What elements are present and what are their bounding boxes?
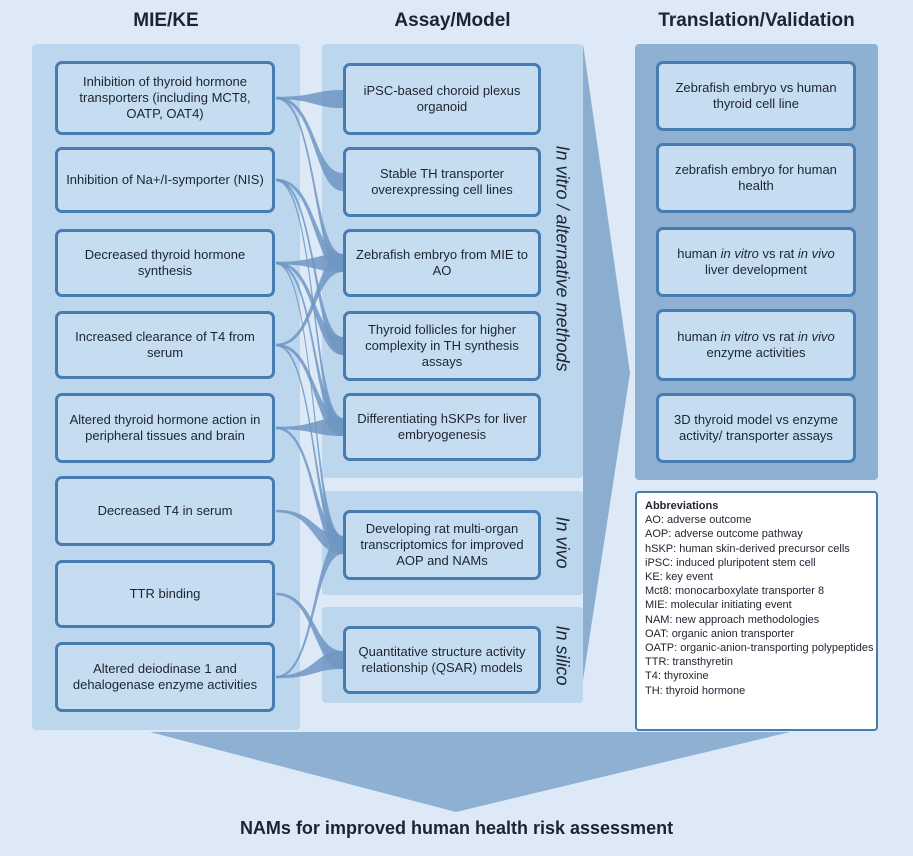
abbreviation-item: NAM: new approach methodologies [645,613,820,626]
abbreviation-item: TTR: transthyretin [645,656,734,669]
label-in-silico: In silico [552,625,573,686]
connector-curve [276,592,343,669]
bottom-label: NAMs for improved human health risk asse… [239,818,674,838]
abbreviation-item: MIE: molecular initiating event [645,599,792,612]
connector-curve [276,178,343,272]
connector-curve [276,261,343,355]
translation-text-2: zebrafish embryo for human health [675,162,837,193]
connector-curve [276,254,343,347]
translation-text-4: human in vitro vs rat in vivo enzyme act… [677,329,835,360]
translation-text-5: 3D thyroid model vs enzyme activity/ tra… [673,412,838,443]
connector-curve [276,426,343,554]
abbreviations-title: Abbreviations [645,500,719,512]
label-in-vivo: In vivo [552,516,573,569]
connector-curve [276,343,343,554]
abbreviation-item: AO: adverse outcome [645,514,752,527]
abbreviation-item: TH: thyroid hormone [645,684,746,697]
mie-box-nis: Inhibition of Na+/I-symporter (NIS) [55,147,275,213]
abbreviation-item: iPSC: induced pluripotent stem cell [645,556,816,569]
abbreviation-item: OATP: organic-anion-transporting polypep… [645,642,874,655]
connector-curve [276,651,343,679]
assay-box-rat-transcriptomics: Developing rat multi-organ transcriptomi… [343,510,541,580]
mie-box-ttr: TTR binding [55,560,275,628]
translation-box-enzyme: human in vitro vs rat in vivo enzyme act… [656,309,856,381]
translation-box-3d-thyroid: 3D thyroid model vs enzyme activity/ tra… [656,393,856,463]
mie-box-th-synthesis: Decreased thyroid hormone synthesis [55,229,275,297]
label-in-vitro: In vitro / alternative methods [552,145,573,372]
abbreviations-box: Abbreviations AO: adverse outcome AOP: a… [635,491,878,731]
translation-box-zebrafish-thyroid: Zebrafish embryo vs human thyroid cell l… [656,61,856,131]
connector-curve [276,343,343,436]
abbreviation-item: T4: thyroxine [645,670,709,683]
title-mie-ke: MIE/KE [133,10,199,31]
abbreviation-item: Mct8: monocarboxylate transporter 8 [645,585,825,598]
translation-text-1: Zebrafish embryo vs human thyroid cell l… [675,80,837,111]
assay-box-hskps: Differentiating hSKPs for liver embryoge… [343,393,541,461]
translation-text-3: human in vitro vs rat in vivo liver deve… [677,246,835,277]
connector-curve [276,509,343,554]
connector-curves [276,90,343,679]
connector-curve [276,96,343,191]
assay-box-qsar: Quantitative structure activity relation… [343,626,541,694]
abbreviation-item: AOP: adverse outcome pathway [645,528,803,541]
mie-box-t4-clearance: Increased clearance of T4 from serum [55,311,275,379]
title-assay-model: Assay/Model [394,10,511,31]
assay-box-thyroid-follicles: Thyroid follicles for higher complexity … [343,311,541,381]
mie-box-deiodinase: Altered deiodinase 1 and dehalogenase en… [55,642,275,712]
mie-box-thyroid-transporters: Inhibition of thyroid hormone transporte… [55,61,275,135]
assay-box-ipsc: iPSC-based choroid plexus organoid [343,63,541,135]
assay-box-stable-th: Stable TH transporter overexpressing cel… [343,147,541,217]
abbreviation-item: OAT: organic anion transporter [645,627,794,640]
mie-box-t4-serum: Decreased T4 in serum [55,476,275,546]
translation-box-liver: human in vitro vs rat in vivo liver deve… [656,227,856,297]
title-translation: Translation/Validation [658,10,855,31]
connector-curve [276,418,343,436]
abbreviation-item: hSKP: human skin-derived precursor cells [645,542,850,555]
assay-box-zebrafish: Zebrafish embryo from MIE to AO [343,229,541,297]
mie-box-th-action: Altered thyroid hormone action in periph… [55,393,275,463]
connector-curve [276,90,343,108]
connector-curve [276,178,343,437]
abbreviation-item: KE: key event [645,571,713,584]
right-arrow [583,44,630,680]
translation-box-zebrafish-health: zebrafish embryo for human health [656,143,856,213]
bottom-arrow [150,732,790,812]
connector-curve [276,536,343,679]
